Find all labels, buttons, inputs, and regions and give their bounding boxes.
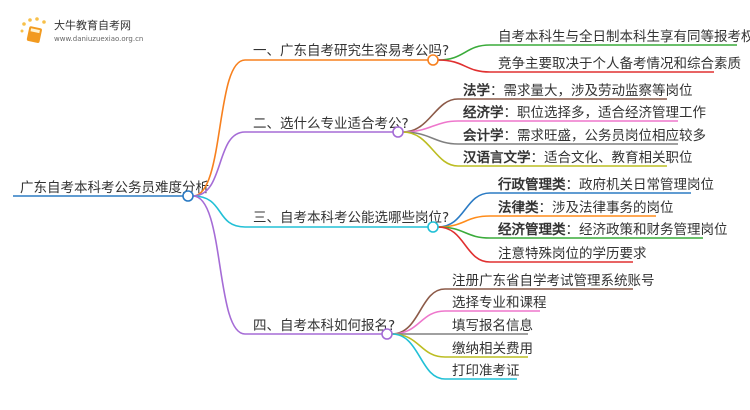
leaf-2-1[interactable]: 法学：需求量大，涉及劳动监察等岗位	[463, 82, 693, 99]
branch-3-label[interactable]: 三、自考本科考公能选哪些岗位?	[253, 210, 449, 226]
leaf-line	[437, 44, 737, 61]
leaf-4-3[interactable]: 填写报名信息	[452, 317, 533, 334]
branch-4-collapse-toggle[interactable]	[381, 328, 393, 340]
leaf-2-2[interactable]: 经济学：职位选择多，适合经济管理工作	[463, 104, 706, 121]
logo-title: 大牛教育自考网	[54, 18, 131, 32]
leaf-2-3[interactable]: 会计学：需求旺盛，公务员岗位相应较多	[463, 127, 706, 144]
leaf-4-1[interactable]: 注册广东省自学考试管理系统账号	[452, 273, 655, 289]
logo: 大牛教育自考网 www.daniuzuexiao.org.cn	[20, 17, 143, 43]
book-icon	[20, 17, 46, 43]
leaf-line	[391, 288, 633, 335]
leaf-line	[437, 59, 714, 73]
leaf-1-2[interactable]: 竞争主要取决于个人备考情况和综合素质	[498, 55, 741, 72]
branch-1-collapse-toggle[interactable]	[427, 54, 439, 66]
leaf-3-3[interactable]: 经济管理类：经济政策和财务管理岗位	[498, 221, 728, 238]
branch-3-line	[192, 195, 428, 228]
leaf-3-2[interactable]: 法律类：涉及法律事务的岗位	[498, 199, 674, 216]
branch-2-line	[192, 131, 393, 197]
branch-2-label[interactable]: 二、选什么专业适合考公?	[253, 116, 409, 132]
branch-1-label[interactable]: 一、广东自考研究生容易考公吗?	[253, 42, 449, 59]
leaf-line	[391, 333, 517, 380]
leaf-3-1[interactable]: 行政管理类：政府机关日常管理岗位	[497, 176, 714, 193]
leaf-4-2[interactable]: 选择专业和课程	[452, 295, 547, 311]
leaf-3-4[interactable]: 注意特殊岗位的学历要求	[498, 245, 647, 262]
leaf-4-5[interactable]: 打印准考证	[452, 362, 520, 379]
branch-4-label[interactable]: 四、自考本科如何报名?	[253, 318, 395, 334]
branch-2-collapse-toggle[interactable]	[392, 126, 404, 138]
leaf-line	[402, 98, 667, 133]
branch-3-collapse-toggle[interactable]	[427, 221, 439, 233]
leaf-4-4[interactable]: 缴纳相关费用	[452, 341, 533, 357]
leaf-line	[402, 131, 667, 167]
leaf-2-4[interactable]: 汉语言文学：适合文化、教育相关职位	[463, 149, 693, 166]
branch-4-line	[192, 195, 382, 335]
root-topic[interactable]: 广东自考本科考公务员难度分析	[20, 180, 209, 196]
leaf-1-1[interactable]: 自考本科生与全日制本科生享有同等报考权利	[498, 28, 750, 45]
leaf-line	[437, 226, 633, 263]
leaf-line	[437, 192, 691, 228]
root-collapse-toggle[interactable]	[182, 190, 194, 202]
logo-url: www.daniuzuexiao.org.cn	[54, 35, 143, 43]
branch-1-line	[192, 59, 428, 197]
